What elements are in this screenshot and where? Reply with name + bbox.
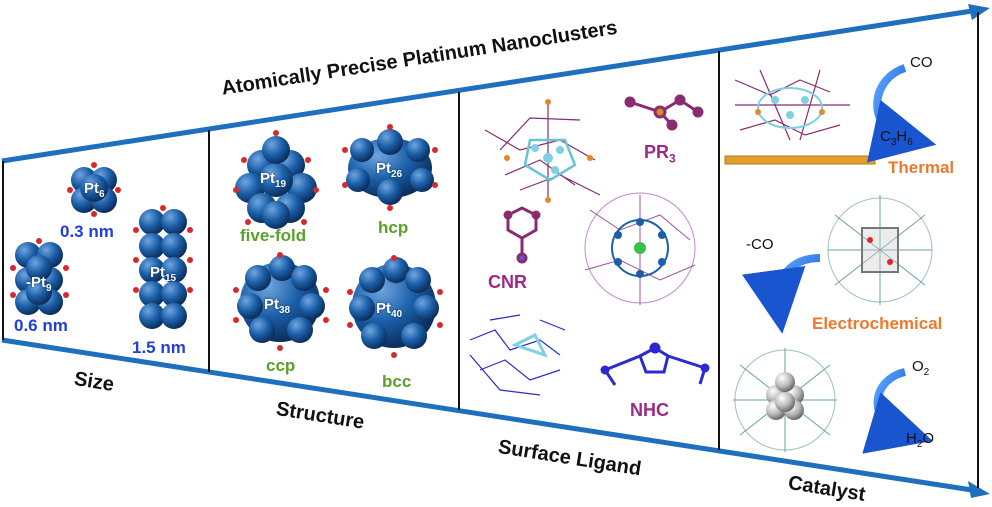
catalyst-orr-structure: [733, 348, 837, 452]
orr-product-h2o: H2O: [906, 430, 935, 450]
cluster-pt9: [10, 238, 69, 315]
electro-curved-arrow: [741, 254, 821, 334]
ligand-structure-3: [469, 314, 566, 396]
ligand-pr3-molecule: [624, 94, 704, 131]
structure-type-five-fold: five-fold: [240, 226, 307, 245]
thermal-curved-arrow: [866, 64, 937, 163]
ligand-nhc-molecule: [600, 342, 710, 386]
catalyst-thermal-structure: [734, 69, 850, 141]
electro-loss-co: -CO: [746, 236, 774, 253]
cluster-label-pt26: Pt26: [376, 160, 403, 180]
bottom-arrow: [1, 337, 990, 498]
ligand-cnr-molecule: [503, 206, 541, 264]
ligand-label-nhc: NHC: [630, 400, 669, 420]
catalyst-electro-structure: [827, 195, 933, 305]
cluster-label-pt38: Pt38: [264, 296, 291, 316]
structure-type-ccp: ccp: [266, 356, 296, 375]
top-arrow: [1, 4, 990, 164]
thermal-product-c3h6: C3H6: [880, 128, 913, 148]
catalyst-label-electrochemical: Electrochemical: [812, 314, 943, 333]
ligand-label-cnr: CNR: [488, 272, 527, 292]
cluster-pt40: [347, 255, 443, 358]
structure-type-bcc: bcc: [382, 372, 412, 391]
cluster-label-pt9: -Pt9: [26, 274, 52, 294]
orr-curved-arrow: [862, 368, 933, 454]
cluster-label-pt15: Pt15: [150, 264, 177, 284]
size-label-0-6nm: 0.6 nm: [14, 316, 68, 335]
cluster-label-pt6: Pt6: [84, 180, 105, 200]
cluster-pt19: [233, 130, 319, 229]
catalyst-label-thermal: Thermal: [888, 158, 955, 177]
cluster-pt15: [133, 205, 193, 329]
structure-type-hcp: hcp: [378, 218, 409, 237]
ligand-structure-2: [584, 192, 696, 305]
ligand-label-pr3: PR3: [644, 142, 676, 166]
size-label-0-3nm: 0.3 nm: [60, 222, 114, 241]
ligand-structure-1: [484, 99, 601, 203]
orr-reactant-o2: O2: [912, 358, 930, 378]
size-label-1-5nm: 1.5 nm: [132, 338, 186, 357]
support-surface: [724, 155, 876, 165]
cluster-label-pt40: Pt40: [376, 300, 403, 320]
cluster-pt6: [67, 162, 121, 217]
thermal-reactant-co: CO: [910, 54, 933, 71]
cluster-pt38: [233, 252, 329, 351]
cluster-label-pt19: Pt19: [260, 170, 287, 190]
cluster-pt26: [342, 124, 438, 211]
